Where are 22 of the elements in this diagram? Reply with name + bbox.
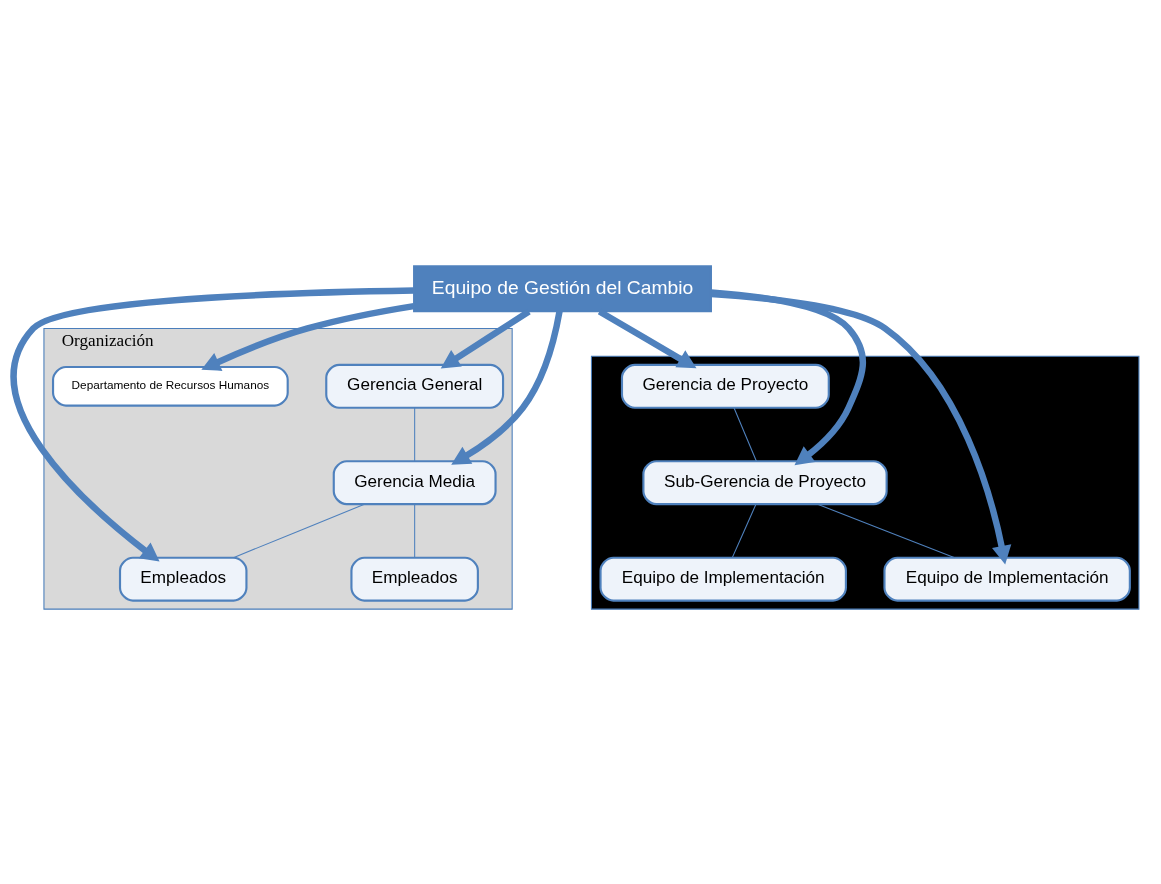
node-box: Sub-Gerencia de Proyecto (642, 460, 888, 506)
node-box: Equipo de Implementación (599, 556, 847, 602)
arrow (201, 302, 415, 371)
node-box: Gerencia General (325, 363, 505, 409)
node-box: Departamento de Recursos Humanos (52, 365, 289, 407)
node-box: Equipo de Implementación (883, 556, 1131, 602)
node-box: Empleados (118, 556, 248, 602)
node-box: Gerencia de Proyecto (620, 363, 830, 409)
arrow (11, 287, 414, 562)
node-box: Equipo de Gestión del Cambio (413, 265, 712, 313)
connector (731, 503, 757, 559)
connector (232, 503, 365, 559)
cluster (590, 355, 1140, 610)
node-box: Empleados (350, 556, 479, 602)
connector (414, 503, 416, 559)
arrow (451, 310, 563, 465)
arrow (710, 290, 1012, 565)
connector (733, 407, 757, 462)
connector (414, 407, 416, 462)
arrow (710, 289, 867, 466)
node-box: Gerencia Media (332, 460, 497, 506)
connector (817, 503, 956, 559)
